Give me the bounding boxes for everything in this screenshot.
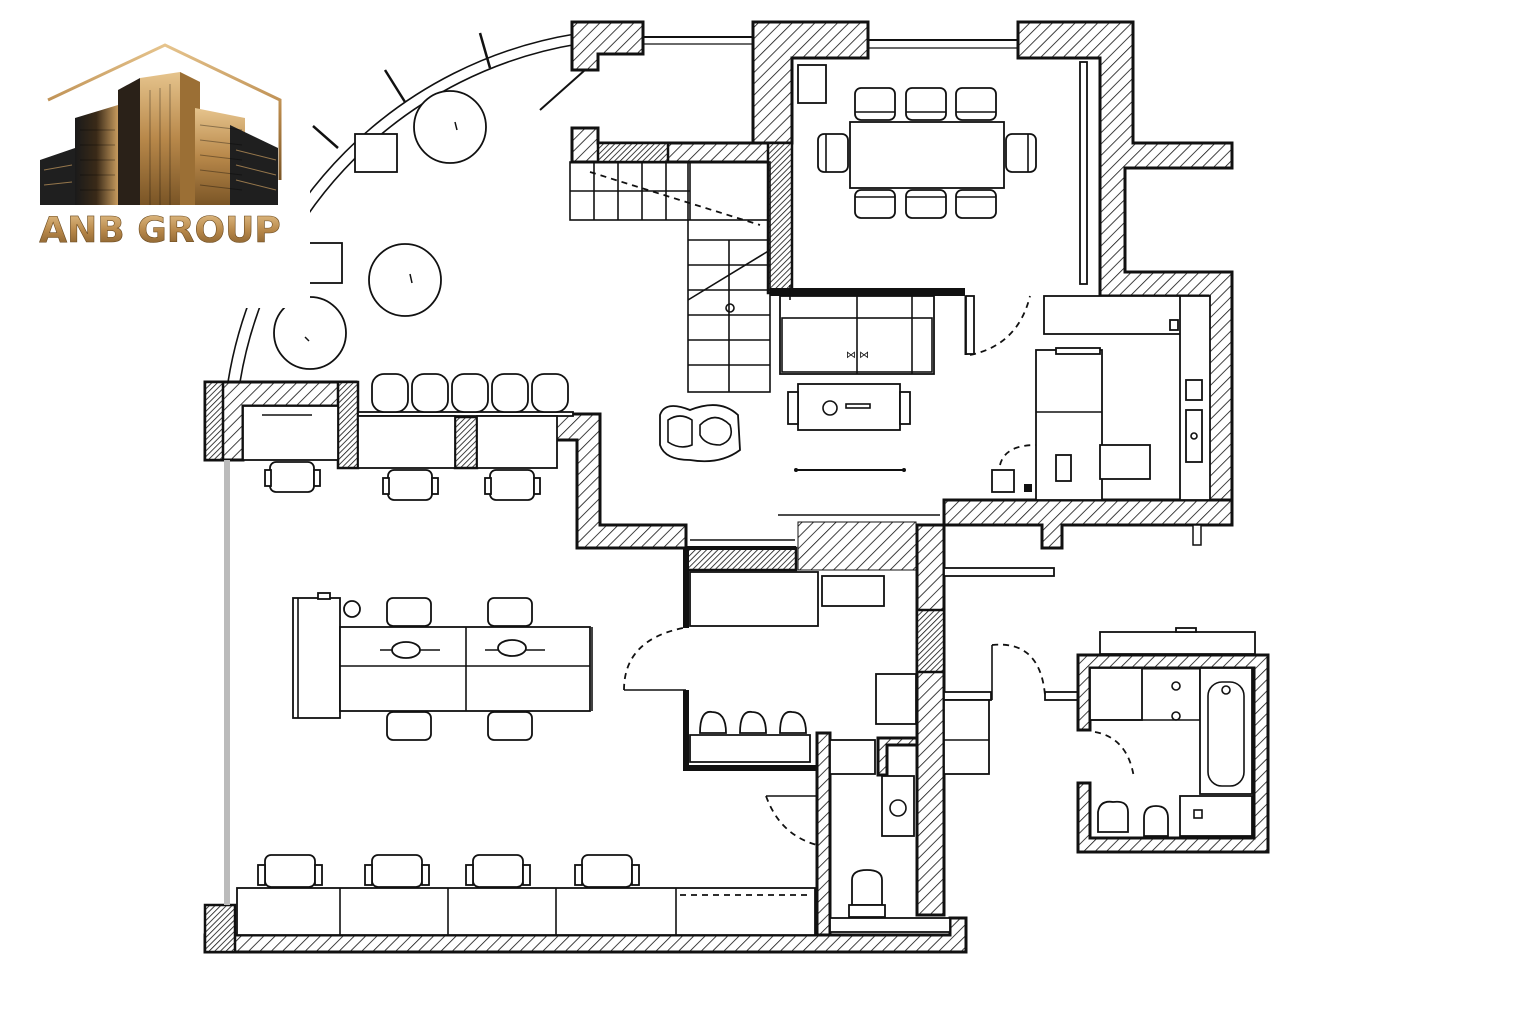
passage — [943, 643, 1046, 775]
desk-row-top — [242, 373, 574, 501]
office-chair — [487, 597, 533, 627]
chair — [1005, 133, 1037, 173]
coffee-table — [797, 383, 901, 431]
bathroom — [1089, 627, 1256, 837]
chair — [451, 373, 489, 413]
office-chair — [386, 597, 432, 627]
office-chair — [386, 711, 432, 741]
office-chair — [257, 854, 323, 888]
office-chair — [364, 854, 430, 888]
anb-group-logo: ANB GROUP — [10, 18, 310, 308]
logo-buildings-icon — [40, 72, 278, 205]
chair — [371, 373, 409, 413]
office-chair — [465, 854, 531, 888]
chair — [531, 373, 569, 413]
desk-row-bottom — [236, 854, 816, 936]
chair — [854, 87, 896, 121]
reception: ⋈ ⋈ — [659, 295, 1031, 472]
office-chair — [382, 469, 439, 501]
chair — [905, 87, 947, 121]
logo-text: ANB GROUP — [39, 210, 280, 251]
meeting-table — [849, 121, 1005, 189]
round-table — [413, 90, 487, 164]
chair — [491, 373, 529, 413]
logo-house-outline — [47, 43, 282, 180]
chair — [955, 189, 997, 219]
chair — [955, 87, 997, 121]
lounge-area — [273, 90, 487, 370]
wc — [765, 739, 951, 933]
chair — [817, 133, 849, 173]
office-chair — [574, 854, 640, 888]
chair — [905, 189, 947, 219]
storage-room — [623, 285, 940, 763]
chair — [411, 373, 449, 413]
office-chair — [487, 711, 533, 741]
office-chair — [484, 469, 541, 501]
chair — [854, 189, 896, 219]
svg-text:⋈ ⋈: ⋈ ⋈ — [846, 350, 869, 361]
meeting-room — [797, 61, 1088, 285]
stool — [354, 133, 398, 173]
round-table — [368, 243, 442, 317]
staircase — [569, 161, 771, 393]
desk-cluster — [292, 592, 593, 741]
kitchen — [991, 295, 1211, 501]
office-chair — [264, 461, 321, 493]
